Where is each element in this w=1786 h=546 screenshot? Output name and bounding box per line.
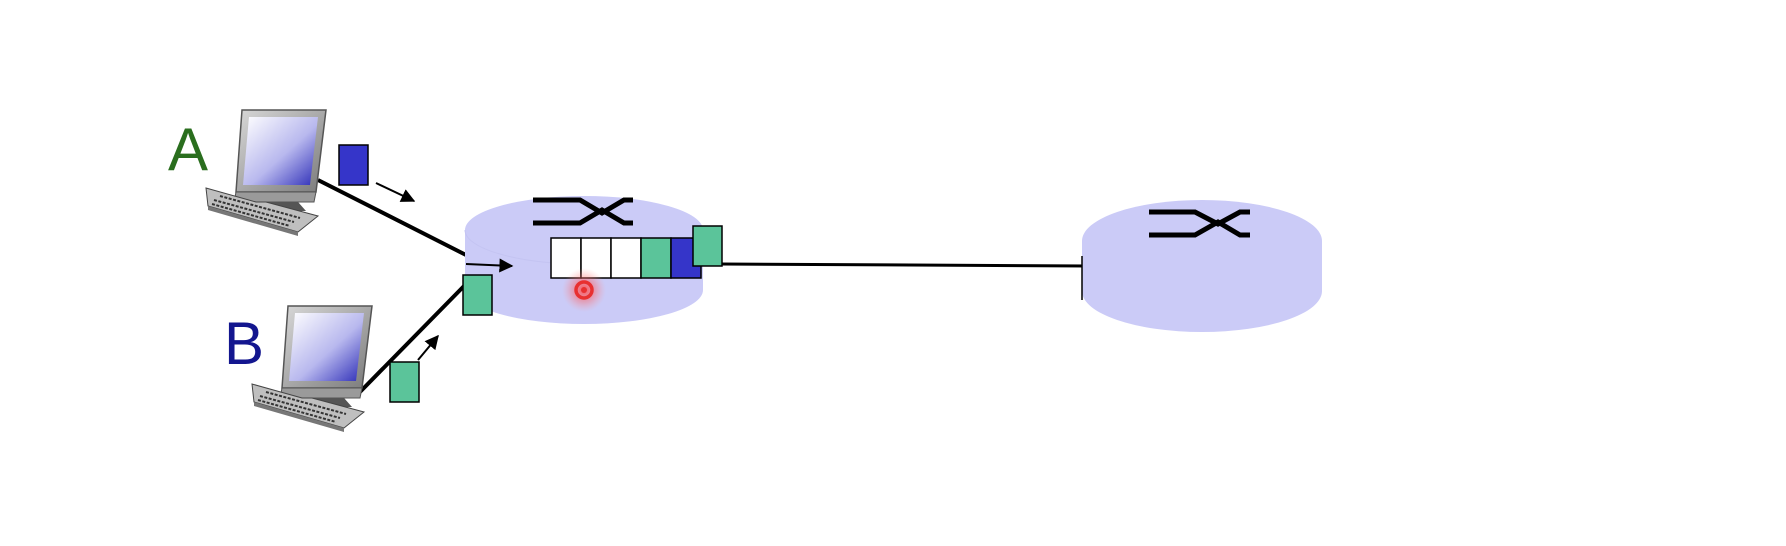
packet-arriving-from-b [462,274,493,316]
queue-slot-empty [610,237,642,279]
host-a-label: A [168,116,208,183]
router-right-body [1082,200,1322,332]
packet-a-direction-arrow [375,182,416,202]
computer-icon [251,305,373,432]
router-switch-icon [533,197,633,226]
host-a-computer [205,109,327,236]
host-b-label: B [224,310,264,377]
click-indicator-icon [562,268,606,312]
router-right [1081,200,1322,332]
incoming-arrow [465,258,514,273]
link-b-to-router [354,282,468,398]
packet-from-a [338,144,369,186]
packet-from-b [389,361,420,403]
host-b-computer [251,305,373,432]
router-switch-icon [1149,209,1250,238]
link-a-to-router [317,178,469,258]
queue-slot-filled [640,237,672,279]
computer-icon [205,109,327,236]
packet-b-direction-arrow [417,334,439,361]
packet-transmitting [692,225,723,267]
link-router-to-router [719,262,1089,268]
